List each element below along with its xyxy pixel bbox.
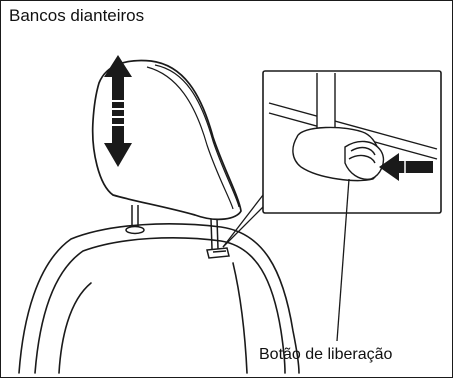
- detail-inset: [262, 70, 442, 214]
- seat-back: [18, 223, 300, 374]
- release-button-label: Botão de liberação: [259, 346, 393, 363]
- headrest-posts: [125, 205, 230, 259]
- up-down-arrow-icon: [104, 55, 132, 167]
- callout-leader-line: [336, 178, 350, 342]
- figure-title: Bancos dianteiros: [9, 6, 145, 25]
- press-arrow-icon: [379, 153, 433, 181]
- headrest: [91, 59, 242, 221]
- zoom-leader-lines: [222, 194, 264, 248]
